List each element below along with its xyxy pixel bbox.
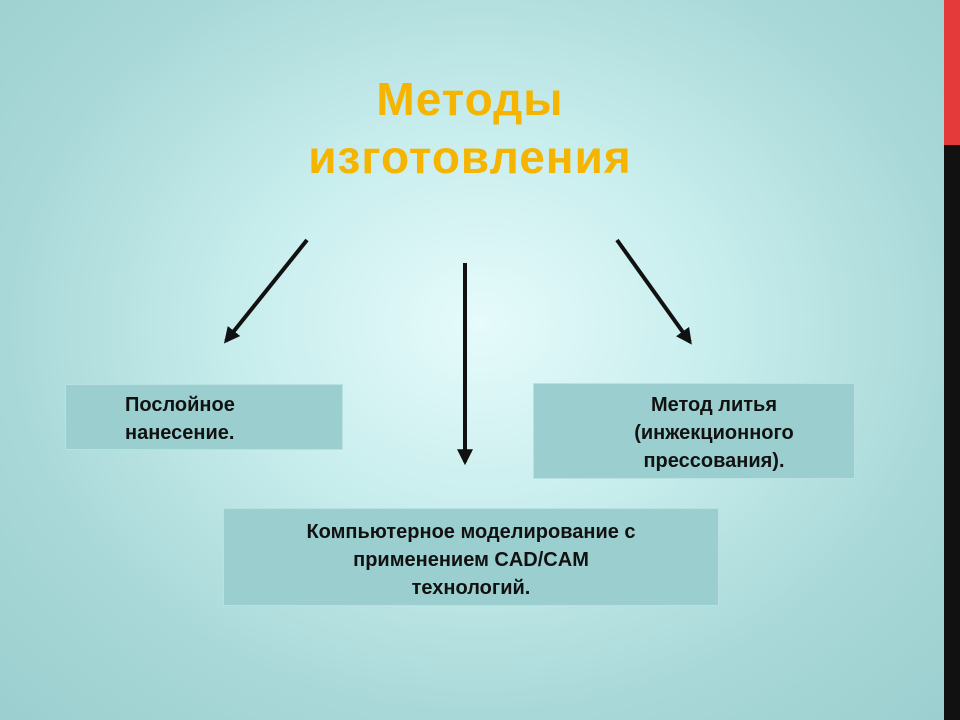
accent-bar-bottom	[944, 145, 960, 720]
method-label-line-2: применением CAD/CAM	[353, 549, 589, 571]
arrow-left	[223, 238, 309, 344]
method-label-line-2: нанесение.	[125, 422, 235, 444]
method-label-line-1: Компьютерное моделирование с	[306, 521, 636, 543]
method-label-line-2: (инжекционного	[634, 422, 794, 444]
accent-bar-top	[944, 0, 960, 145]
method-label-line-3: прессования).	[643, 450, 785, 472]
arrow-right	[615, 238, 692, 345]
method-box-cad-cam: Компьютерное моделирование с применением…	[223, 508, 719, 606]
method-box-casting: Метод литья (инжекционного прессования).	[533, 383, 855, 479]
slide-title: Методы изготовления	[230, 70, 710, 186]
method-label-line-1: Метод литья	[650, 394, 777, 416]
title-line-2: изготовления	[308, 131, 632, 183]
method-label-line-1: Послойное	[125, 394, 235, 416]
method-label-line-3: технологий.	[411, 577, 531, 599]
title-line-1: Методы	[376, 73, 564, 125]
method-box-layered: Послойное нанесение.	[65, 384, 343, 450]
